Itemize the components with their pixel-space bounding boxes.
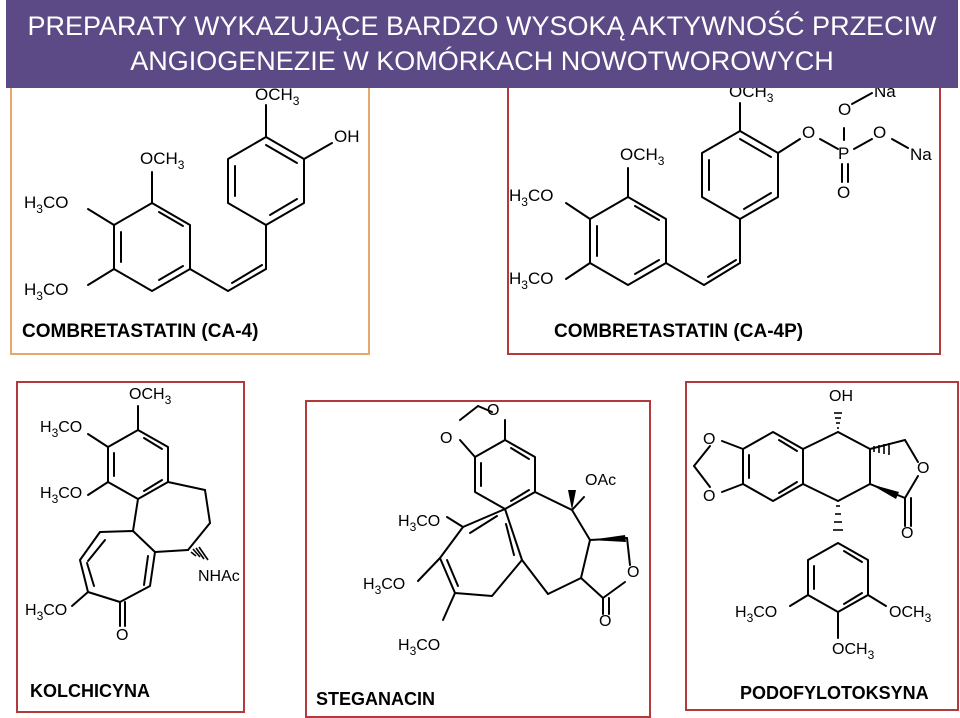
ca4-h3co-bottom: H3CO — [24, 280, 69, 303]
panel-podofylotoksyna — [685, 381, 959, 711]
podophyllotoxin-o-1: O — [703, 431, 716, 448]
ca4p-h3co-bottom: H3CO — [509, 269, 554, 292]
panel-combretastatin-ca4 — [10, 65, 370, 355]
ca4-ring-a — [87, 171, 267, 292]
podophyllotoxin-o-keto: O — [901, 525, 914, 542]
steganacin-h3co-2: H3CO — [363, 576, 406, 597]
steganacin-o-lactone: O — [627, 564, 640, 581]
ca4-h3co-top: H3CO — [24, 193, 69, 216]
ca4p-o-right: O — [873, 123, 887, 142]
steganacin-h3co-3: H3CO — [398, 637, 441, 658]
colchicine-keto-o: O — [116, 627, 129, 644]
ca4-och3-ring-a: OCH3 — [140, 149, 185, 172]
colchicine-och3: OCH3 — [129, 386, 172, 407]
ca4p-o-top: O — [838, 100, 852, 119]
colchicine-ring-a — [87, 405, 211, 551]
colchicine-h3co-2: H3CO — [40, 485, 83, 506]
podophyllotoxin-o-lactone: O — [917, 460, 930, 477]
steganacin-name: STEGANACIN — [316, 689, 436, 709]
panel-combretastatin-ca4p — [507, 65, 941, 355]
colchicine-nhac: NHAc — [198, 568, 240, 585]
steganacin-o-left: O — [440, 430, 453, 447]
ca4p-och3-ring-a: OCH3 — [620, 145, 665, 168]
podophyllotoxin-o-2: O — [703, 488, 716, 505]
colchicine-name: KOLCHICYNA — [30, 681, 150, 701]
panel-kolchicyna — [16, 381, 245, 713]
podophyllotoxin-ring-a — [693, 431, 919, 527]
steganacin-o-top: O — [487, 402, 500, 419]
panel-steganacin — [305, 400, 651, 718]
ca4p-phosphorus: P — [838, 144, 850, 163]
colchicine-h3co-1: H3CO — [40, 419, 83, 440]
steganacin-ring-top — [459, 405, 631, 615]
ca4-ring-b — [227, 104, 333, 226]
steganacin-ring-bottom — [417, 508, 549, 621]
ca4-name: COMBRETASTATIN (CA-4) — [22, 321, 259, 342]
steganacin-o-keto: O — [599, 613, 612, 630]
stereo-bonds — [190, 412, 899, 561]
ca4p-h3co-top: H3CO — [509, 186, 554, 209]
steganacin-h3co-1: H3CO — [398, 513, 441, 534]
podophyllotoxin-name: PODOFYLOTOKSYNA — [740, 683, 929, 703]
podophyllotoxin-och3-right: OCH3 — [889, 604, 932, 625]
ca4p-o-ester: O — [802, 123, 816, 142]
ca4p-name: COMBRETASTATIN (CA-4P) — [554, 321, 804, 342]
colchicine-tropolone — [71, 530, 189, 627]
ca4-oh: OH — [334, 127, 360, 146]
podophyllotoxin-och3-bottom: OCH3 — [832, 641, 875, 662]
podophyllotoxin-oh: OH — [829, 388, 853, 405]
steganacin-oac: OAc — [585, 472, 617, 489]
podophyllotoxin-h3co: H3CO — [735, 604, 778, 625]
podophyllotoxin-ring-e — [789, 542, 887, 639]
ca4-och3-ring-b: OCH3 — [255, 85, 300, 108]
colchicine-h3co-3: H3CO — [25, 602, 68, 623]
ca4p-ring-a — [565, 167, 741, 286]
title-line-2: ANGIOGENEZIE W KOMÓRKACH NOWOTWOROWYCH — [130, 46, 834, 76]
ca4p-ring-b — [701, 92, 909, 220]
ca4p-na-right: Na — [910, 145, 932, 164]
title-line-1: PREPARATY WYKAZUJĄCE BARDZO WYSOKĄ AKTYW… — [27, 11, 937, 41]
ca4p-o-double: O — [837, 183, 851, 202]
title-banner: PREPARATY WYKAZUJĄCE BARDZO WYSOKĄ AKTYW… — [6, 0, 958, 88]
